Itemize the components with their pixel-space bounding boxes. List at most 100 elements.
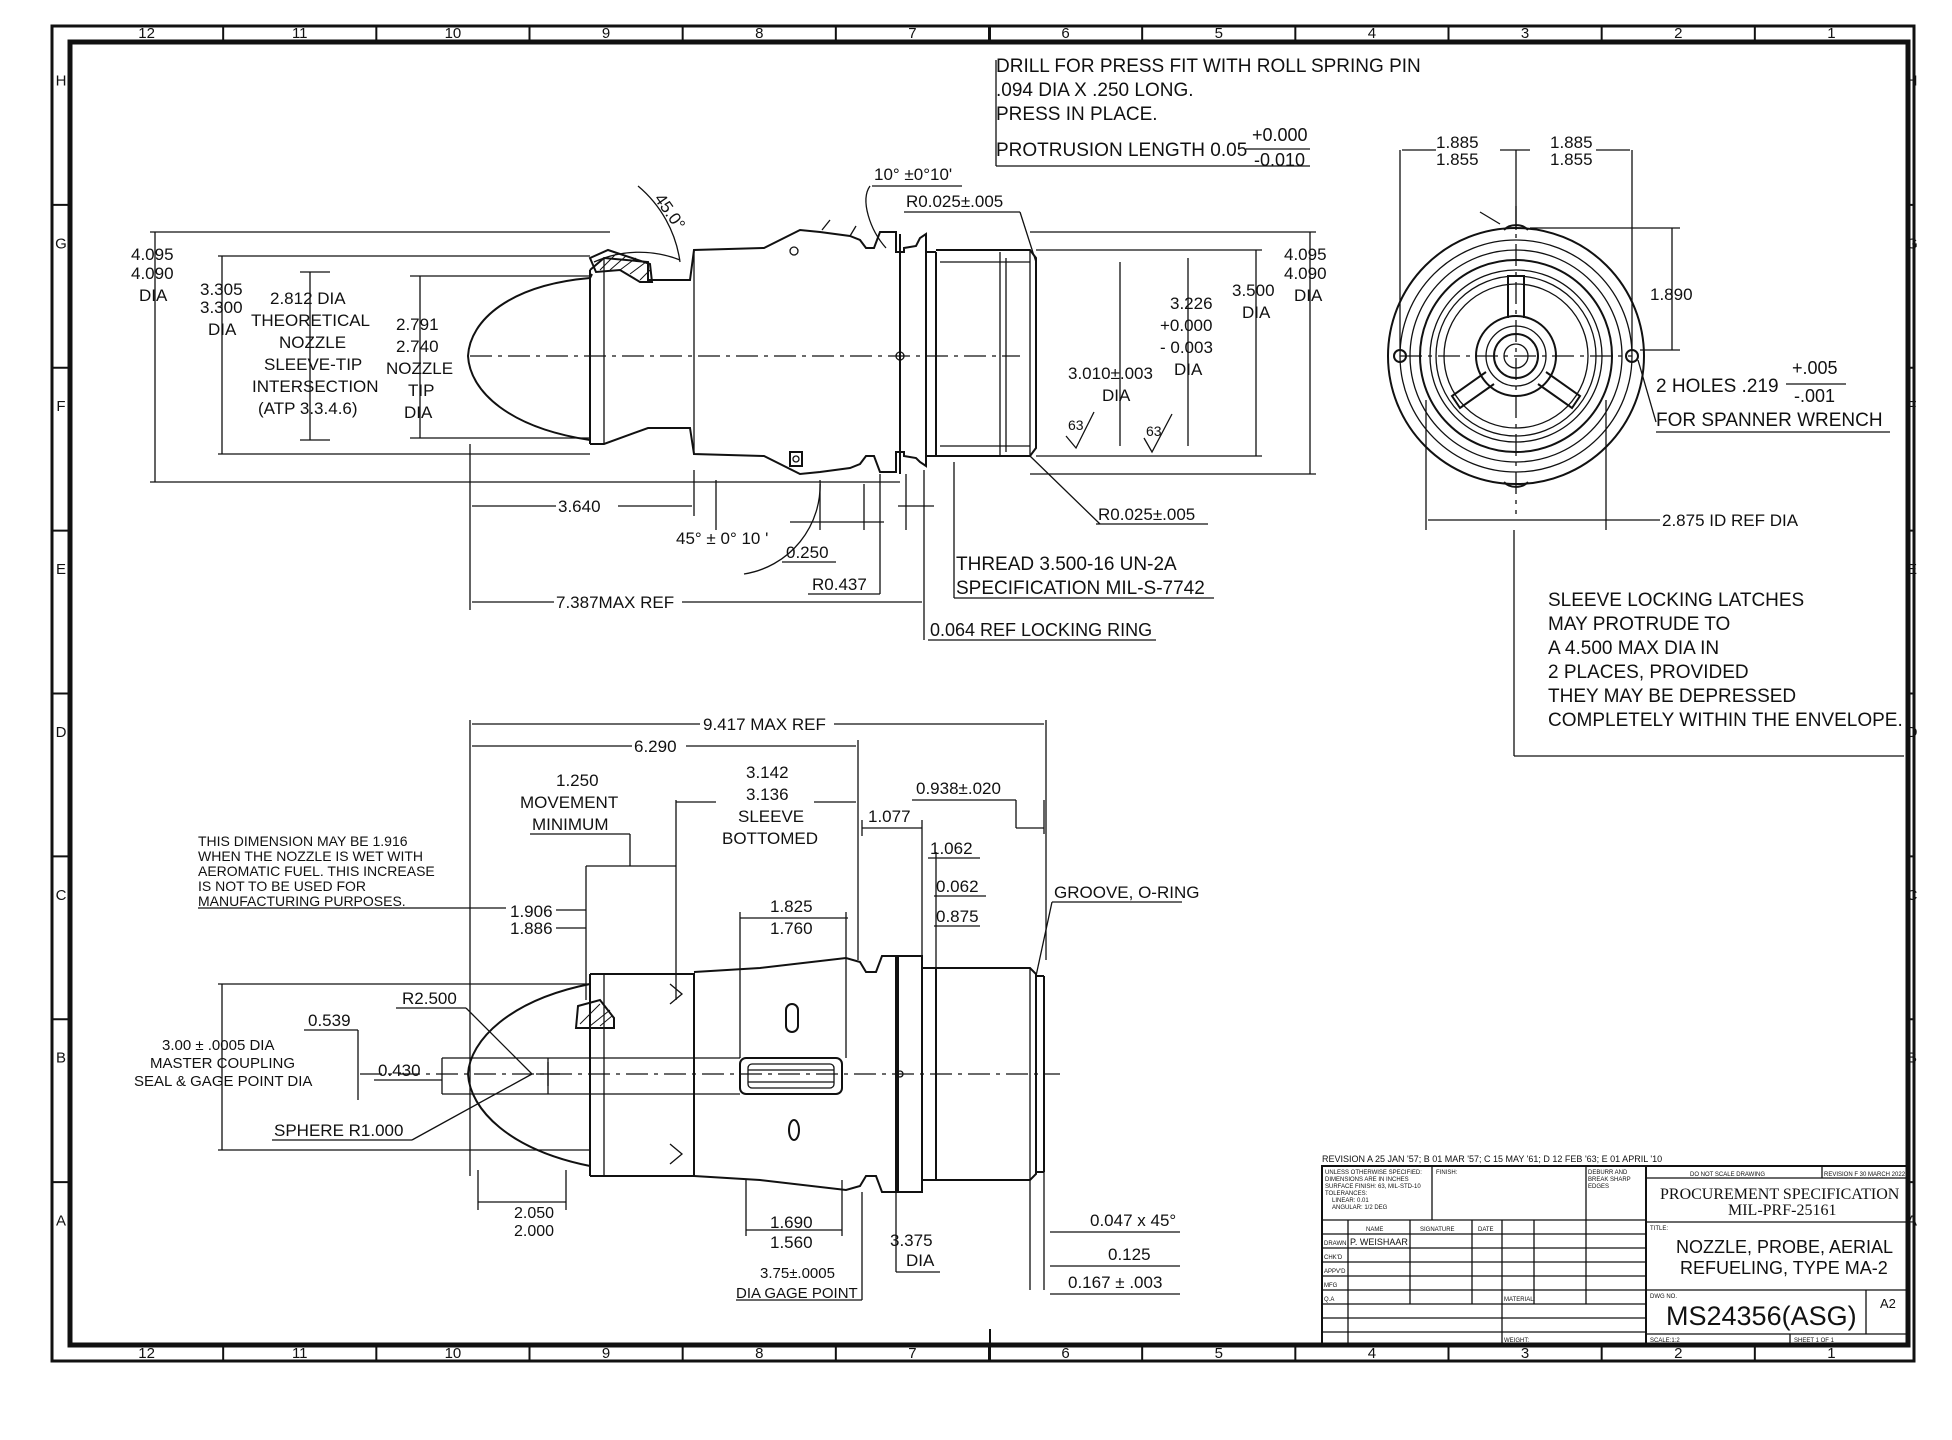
wet-note-4: IS NOT TO BE USED FOR xyxy=(198,878,366,894)
dwg-no-label: DWG NO. xyxy=(1650,1294,1677,1300)
sleeve-note: SLEEVE LOCKING LATCHES MAY PROTRUDE TO A… xyxy=(1513,530,1904,757)
dim-chamfer: 0.047 x 45° xyxy=(1090,1211,1176,1230)
bottom-nozzle-body xyxy=(693,955,899,1193)
zone-row-label-right: C xyxy=(1907,887,1918,904)
size-a2: A2 xyxy=(1880,1296,1896,1311)
revision-history: REVISION A 25 JAN '57; B 01 MAR '57; C 1… xyxy=(1322,1154,1662,1164)
dim-1825: 1.825 xyxy=(770,897,813,916)
movement-line-1: 1.250 xyxy=(556,771,599,790)
deburr-3: EDGES xyxy=(1588,1184,1609,1190)
unless-6: ANGULAR: 1/2 DEG xyxy=(1332,1205,1388,1211)
sleeve-note-5: THEY MAY BE DEPRESSED xyxy=(1548,686,1796,707)
do-not-scale: DO NOT SCALE DRAWING xyxy=(1690,1172,1765,1178)
tip-line-5: DIA xyxy=(404,403,433,422)
dim-9417: 9.417 MAX REF xyxy=(703,715,826,734)
dim-3300: 3.300 xyxy=(200,298,243,317)
dim-3226-plus: +0.000 xyxy=(1160,316,1212,335)
zone-row-label-left: A xyxy=(56,1213,66,1230)
holes-plus: +.005 xyxy=(1792,358,1838,378)
bottom-view: 9.417 MAX REF 6.290 1.250 MOVEMENT MINIM… xyxy=(134,715,1199,1302)
angle-10-label: 10° ±0°10' xyxy=(874,165,952,184)
zone-row-label-right: B xyxy=(1907,1050,1917,1067)
dim-3226-dia: DIA xyxy=(1174,360,1203,379)
dim-3305: 3.305 xyxy=(200,280,243,299)
zone-column-label-top: 3 xyxy=(1521,25,1529,42)
dim-1885-a: 1.885 xyxy=(1436,133,1479,152)
theo-line-6: (ATP 3.3.4.6) xyxy=(258,399,358,418)
zone-column-label-top: 7 xyxy=(908,25,916,42)
zone-row-label-left: C xyxy=(56,887,67,904)
theo-line-2: THEORETICAL xyxy=(251,311,370,330)
wet-note-5: MANUFACTURING PURPOSES. xyxy=(198,893,406,909)
master-line-1: 3.00 ± .0005 DIA xyxy=(162,1037,274,1054)
theo-line-1: 2.812 DIA xyxy=(270,289,346,308)
weight-label: WEIGHT: xyxy=(1504,1338,1529,1344)
holes-minus: -.001 xyxy=(1794,386,1835,406)
zone-column-label-bottom: 11 xyxy=(292,1345,308,1362)
dim-3375: 3.375 xyxy=(890,1231,933,1250)
procurement-mil: MIL-PRF-25161 xyxy=(1728,1202,1836,1219)
zone-column-label-bottom: 2 xyxy=(1674,1345,1682,1362)
dim-3010: 3.010±.003 xyxy=(1068,364,1153,383)
top-dome-nose xyxy=(466,273,593,441)
dim-2875-id: 2.875 ID REF DIA xyxy=(1662,511,1799,530)
zone-column-label-bottom: 7 xyxy=(908,1345,916,1362)
material-label: MATERIAL: xyxy=(1504,1297,1536,1303)
sleeve-bottomed-1: 3.142 xyxy=(746,763,789,782)
row-chkd: CHK'D xyxy=(1324,1255,1343,1261)
tip-line-2: 2.740 xyxy=(396,337,439,356)
dim-3375-dia: DIA xyxy=(906,1251,935,1270)
top-nozzle-body xyxy=(589,228,927,476)
locking-ring-label: 0.064 REF LOCKING RING xyxy=(930,620,1152,640)
sleeve-note-6: COMPLETELY WITHIN THE ENVELOPE. xyxy=(1548,710,1903,731)
dim-7387: 7.387MAX REF xyxy=(556,593,674,612)
end-hub xyxy=(1475,315,1557,397)
master-line-2: MASTER COUPLING xyxy=(150,1055,295,1072)
drill-note: DRILL FOR PRESS FIT WITH ROLL SPRING PIN… xyxy=(995,56,1421,170)
deburr-2: BREAK SHARP xyxy=(1588,1177,1631,1183)
zone-column-label-top: 1 xyxy=(1827,25,1835,42)
dim-1560: 1.560 xyxy=(770,1233,813,1252)
groove-label: GROOVE, O-RING xyxy=(1054,883,1199,902)
dim-3226-minus: - 0.003 xyxy=(1160,338,1213,357)
col-signature: SIGNATURE xyxy=(1420,1227,1455,1233)
r0025-bottom-label: R0.025±.005 xyxy=(1098,505,1195,524)
zone-column-label-top: 11 xyxy=(292,25,308,42)
col-date: DATE xyxy=(1478,1227,1494,1233)
thread-line-1: THREAD 3.500-16 UN-2A xyxy=(956,554,1177,575)
dim-4090-right: 4.090 xyxy=(1284,264,1327,283)
dim-1062: 1.062 xyxy=(930,839,973,858)
unless-1: UNLESS OTHERWISE SPECIFIED: xyxy=(1325,1170,1422,1176)
zone-column-label-top: 5 xyxy=(1215,25,1223,42)
sphere-label: SPHERE R1.000 xyxy=(274,1121,403,1140)
dim-1855-a: 1.855 xyxy=(1436,150,1479,169)
dim-1690: 1.690 xyxy=(770,1213,813,1232)
dim-0430: 0.430 xyxy=(378,1061,421,1080)
top-thread-section xyxy=(936,249,1037,457)
zone-row-label-left: E xyxy=(56,561,66,578)
unless-4: TOLERANCES: xyxy=(1325,1191,1368,1197)
dim-6290: 6.290 xyxy=(634,737,677,756)
dim-3640: 3.640 xyxy=(558,497,601,516)
r0025-top-label: R0.025±.005 xyxy=(906,192,1003,211)
zone-column-label-top: 9 xyxy=(602,25,610,42)
wet-note-3: AEROMATIC FUEL. THIS INCREASE xyxy=(198,863,435,879)
dim-1906: 1.906 xyxy=(510,902,553,921)
dim-0125: 0.125 xyxy=(1108,1245,1151,1264)
dim-1886: 1.886 xyxy=(510,919,553,938)
unless-5: LINEAR: 0.01 xyxy=(1332,1198,1369,1204)
zone-column-label-top: 10 xyxy=(445,25,462,42)
gage-line-1: 3.75±.0005 xyxy=(760,1265,835,1282)
row-drawn: DRAWN xyxy=(1324,1241,1346,1247)
wet-note-1: THIS DIMENSION MAY BE 1.916 xyxy=(198,833,408,849)
row-appvd: APPV'D xyxy=(1324,1269,1346,1275)
sleeve-bottomed-3: SLEEVE xyxy=(738,807,804,826)
sheet-label: SHEET 1 OF 1 xyxy=(1794,1338,1835,1344)
dim-0250: 0.250 xyxy=(786,543,829,562)
dim-0875: 0.875 xyxy=(936,907,979,926)
title-line-2: REFUELING, TYPE MA-2 xyxy=(1680,1258,1888,1278)
zone-column-label-top: 4 xyxy=(1368,25,1376,42)
zone-row-label-right: A xyxy=(1907,1213,1917,1230)
